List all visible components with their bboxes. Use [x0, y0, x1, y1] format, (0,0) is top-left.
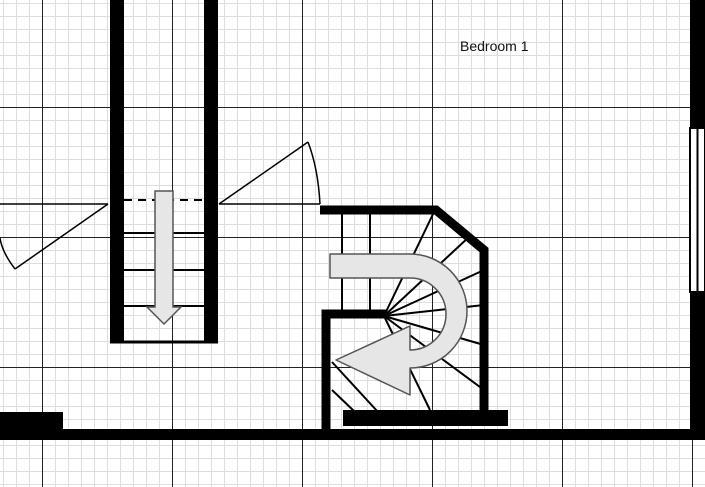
winder-tread	[331, 361, 379, 413]
winding-staircase	[320, 205, 508, 430]
door-swing-left	[0, 203, 109, 270]
walls	[0, 0, 705, 440]
wall-right-lower	[690, 292, 705, 440]
door-right-leaf	[218, 141, 309, 205]
wall-bottom	[0, 429, 705, 440]
winder-outer-wall	[320, 205, 489, 412]
stair-direction-arrow-icon	[145, 190, 183, 326]
winder-tread	[331, 389, 356, 413]
winder-inner-wall	[321, 309, 386, 430]
winder-bottom-sill	[343, 410, 508, 426]
winder-direction-arrow-icon	[329, 253, 468, 396]
wall-bottom-left-stub	[0, 412, 63, 429]
door-left-leaf	[14, 203, 109, 270]
door-swing-right	[218, 141, 321, 205]
door-left-arc	[0, 237, 16, 270]
room-label-bedroom-1: Bedroom 1	[460, 38, 529, 54]
winder-tread	[383, 269, 485, 317]
winder-tread	[383, 315, 485, 346]
winder-walls	[320, 205, 489, 430]
door-right-arc	[307, 141, 321, 205]
wall-right-upper	[690, 0, 705, 128]
window-right	[689, 127, 705, 293]
straight-staircase	[110, 0, 218, 344]
